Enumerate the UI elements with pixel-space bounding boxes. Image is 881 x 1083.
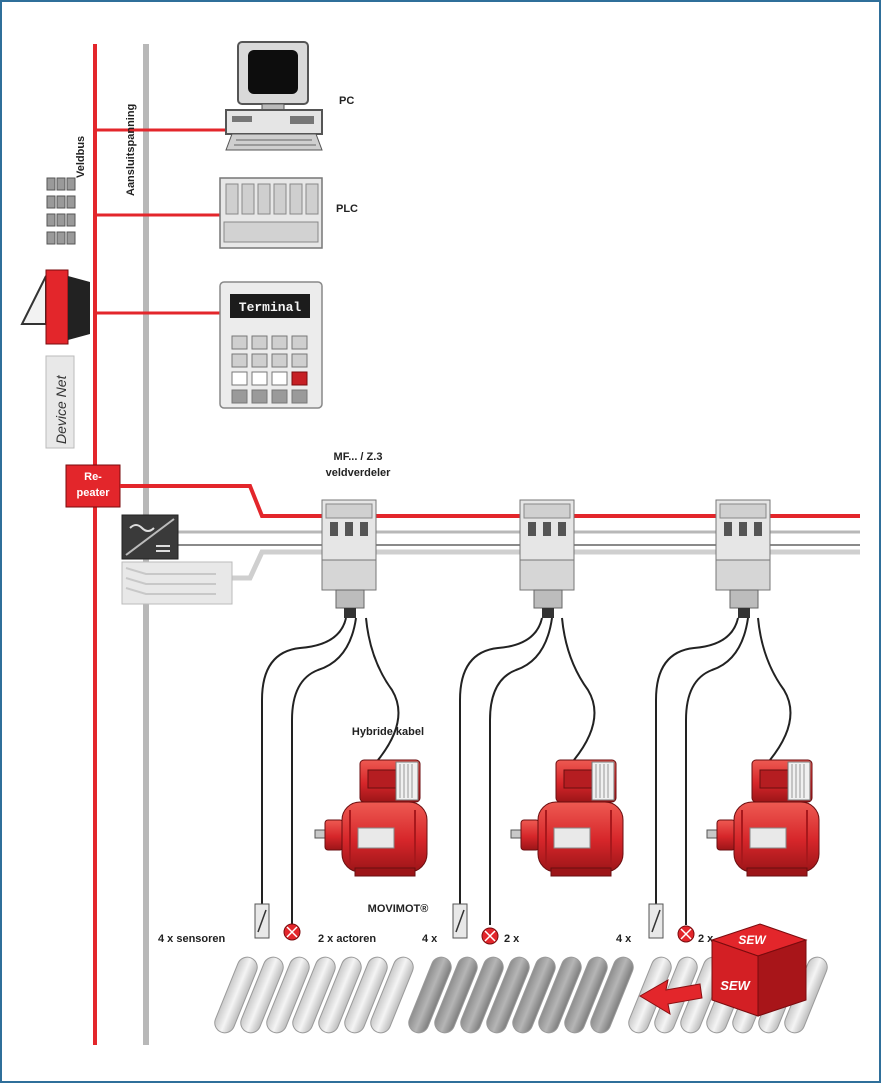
repeater-label-2: peater <box>76 487 110 499</box>
hybride-label: Hybride kabel <box>352 726 424 738</box>
converter-icon <box>121 514 233 605</box>
devicenet-logo-icon <box>20 269 90 449</box>
aansluitspanning-label: Aansluitspanning <box>125 104 137 196</box>
sensor-icon <box>254 903 270 939</box>
sensors-label-1: 4 x sensoren <box>158 933 226 945</box>
box-icon <box>710 923 808 1017</box>
motor-icon <box>706 759 820 877</box>
terminal-icon <box>219 281 323 409</box>
actors-label-3: 2 x <box>698 933 714 945</box>
actor-icon <box>677 925 695 943</box>
mf-label-2: veldverdeler <box>326 467 392 479</box>
pc-icon <box>225 41 323 151</box>
sensors-label-3: 4 x <box>616 933 632 945</box>
sew-front-label: SEW <box>720 978 751 993</box>
connector-icon <box>46 177 76 245</box>
motor-icon <box>314 759 428 877</box>
sensor-icon <box>452 903 468 939</box>
repeater-icon <box>65 464 121 508</box>
pc-label: PC <box>339 95 354 107</box>
field-distributor-icon <box>519 499 575 619</box>
field-distributor-icon <box>715 499 771 619</box>
field-distributor-icon <box>321 499 377 619</box>
repeater-label-1: Re- <box>84 471 102 483</box>
actor-icon <box>283 923 301 941</box>
actor-icon <box>481 927 499 945</box>
movimot-label: MOVIMOT® <box>368 903 429 915</box>
actors-label-2: 2 x <box>504 933 520 945</box>
sensor-icon <box>648 903 664 939</box>
sensors-label-2: 4 x <box>422 933 438 945</box>
mf-label-1: MF... / Z.3 <box>334 451 383 463</box>
plc-label: PLC <box>336 203 358 215</box>
terminal-screen-text: Terminal <box>239 300 302 315</box>
plc-icon <box>219 177 323 249</box>
motor-icon <box>510 759 624 877</box>
actors-label-1: 2 x actoren <box>318 933 376 945</box>
devicenet-label: Device Net <box>53 374 69 444</box>
cables <box>261 617 792 925</box>
veldbus-label: Veldbus <box>75 136 87 178</box>
sew-top-label: SEW <box>738 933 767 947</box>
arrow-icon <box>639 979 703 1016</box>
